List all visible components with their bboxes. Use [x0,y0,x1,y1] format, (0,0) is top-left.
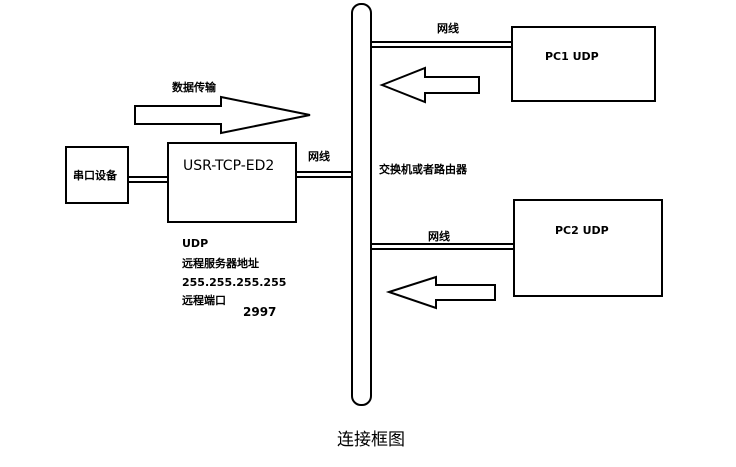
switch-label: 交换机或者路由器 [379,162,468,176]
usr-device-label: USR-TCP-ED2 [183,158,274,174]
serial-device-box [65,146,129,204]
pc1-cable-label: 网线 [437,21,459,35]
pc1-box [511,26,656,102]
pc2-label: PC2 UDP [555,224,609,237]
usr-cable-label: 网线 [308,149,330,163]
config-remote-server-label: 远程服务器地址 [182,256,259,270]
pc2-cable-label: 网线 [428,229,450,243]
config-protocol: UDP [182,237,208,250]
config-remote-server-ip: 255.255.255.255 [182,276,286,289]
pc1-flow-arrow [379,66,480,104]
pc1-label: PC1 UDP [545,50,599,63]
data-flow-arrow [134,95,311,135]
switch-bar [351,3,372,406]
config-remote-port-label: 远程端口 [182,293,226,307]
diagram-caption: 连接框图 [337,430,405,450]
config-remote-port: 2997 [243,305,276,319]
usr-device-box [167,142,297,223]
serial-device-label: 串口设备 [73,168,118,182]
data-flow-label: 数据传输 [172,80,217,94]
pc2-flow-arrow [385,275,496,310]
pc2-box [513,199,663,297]
